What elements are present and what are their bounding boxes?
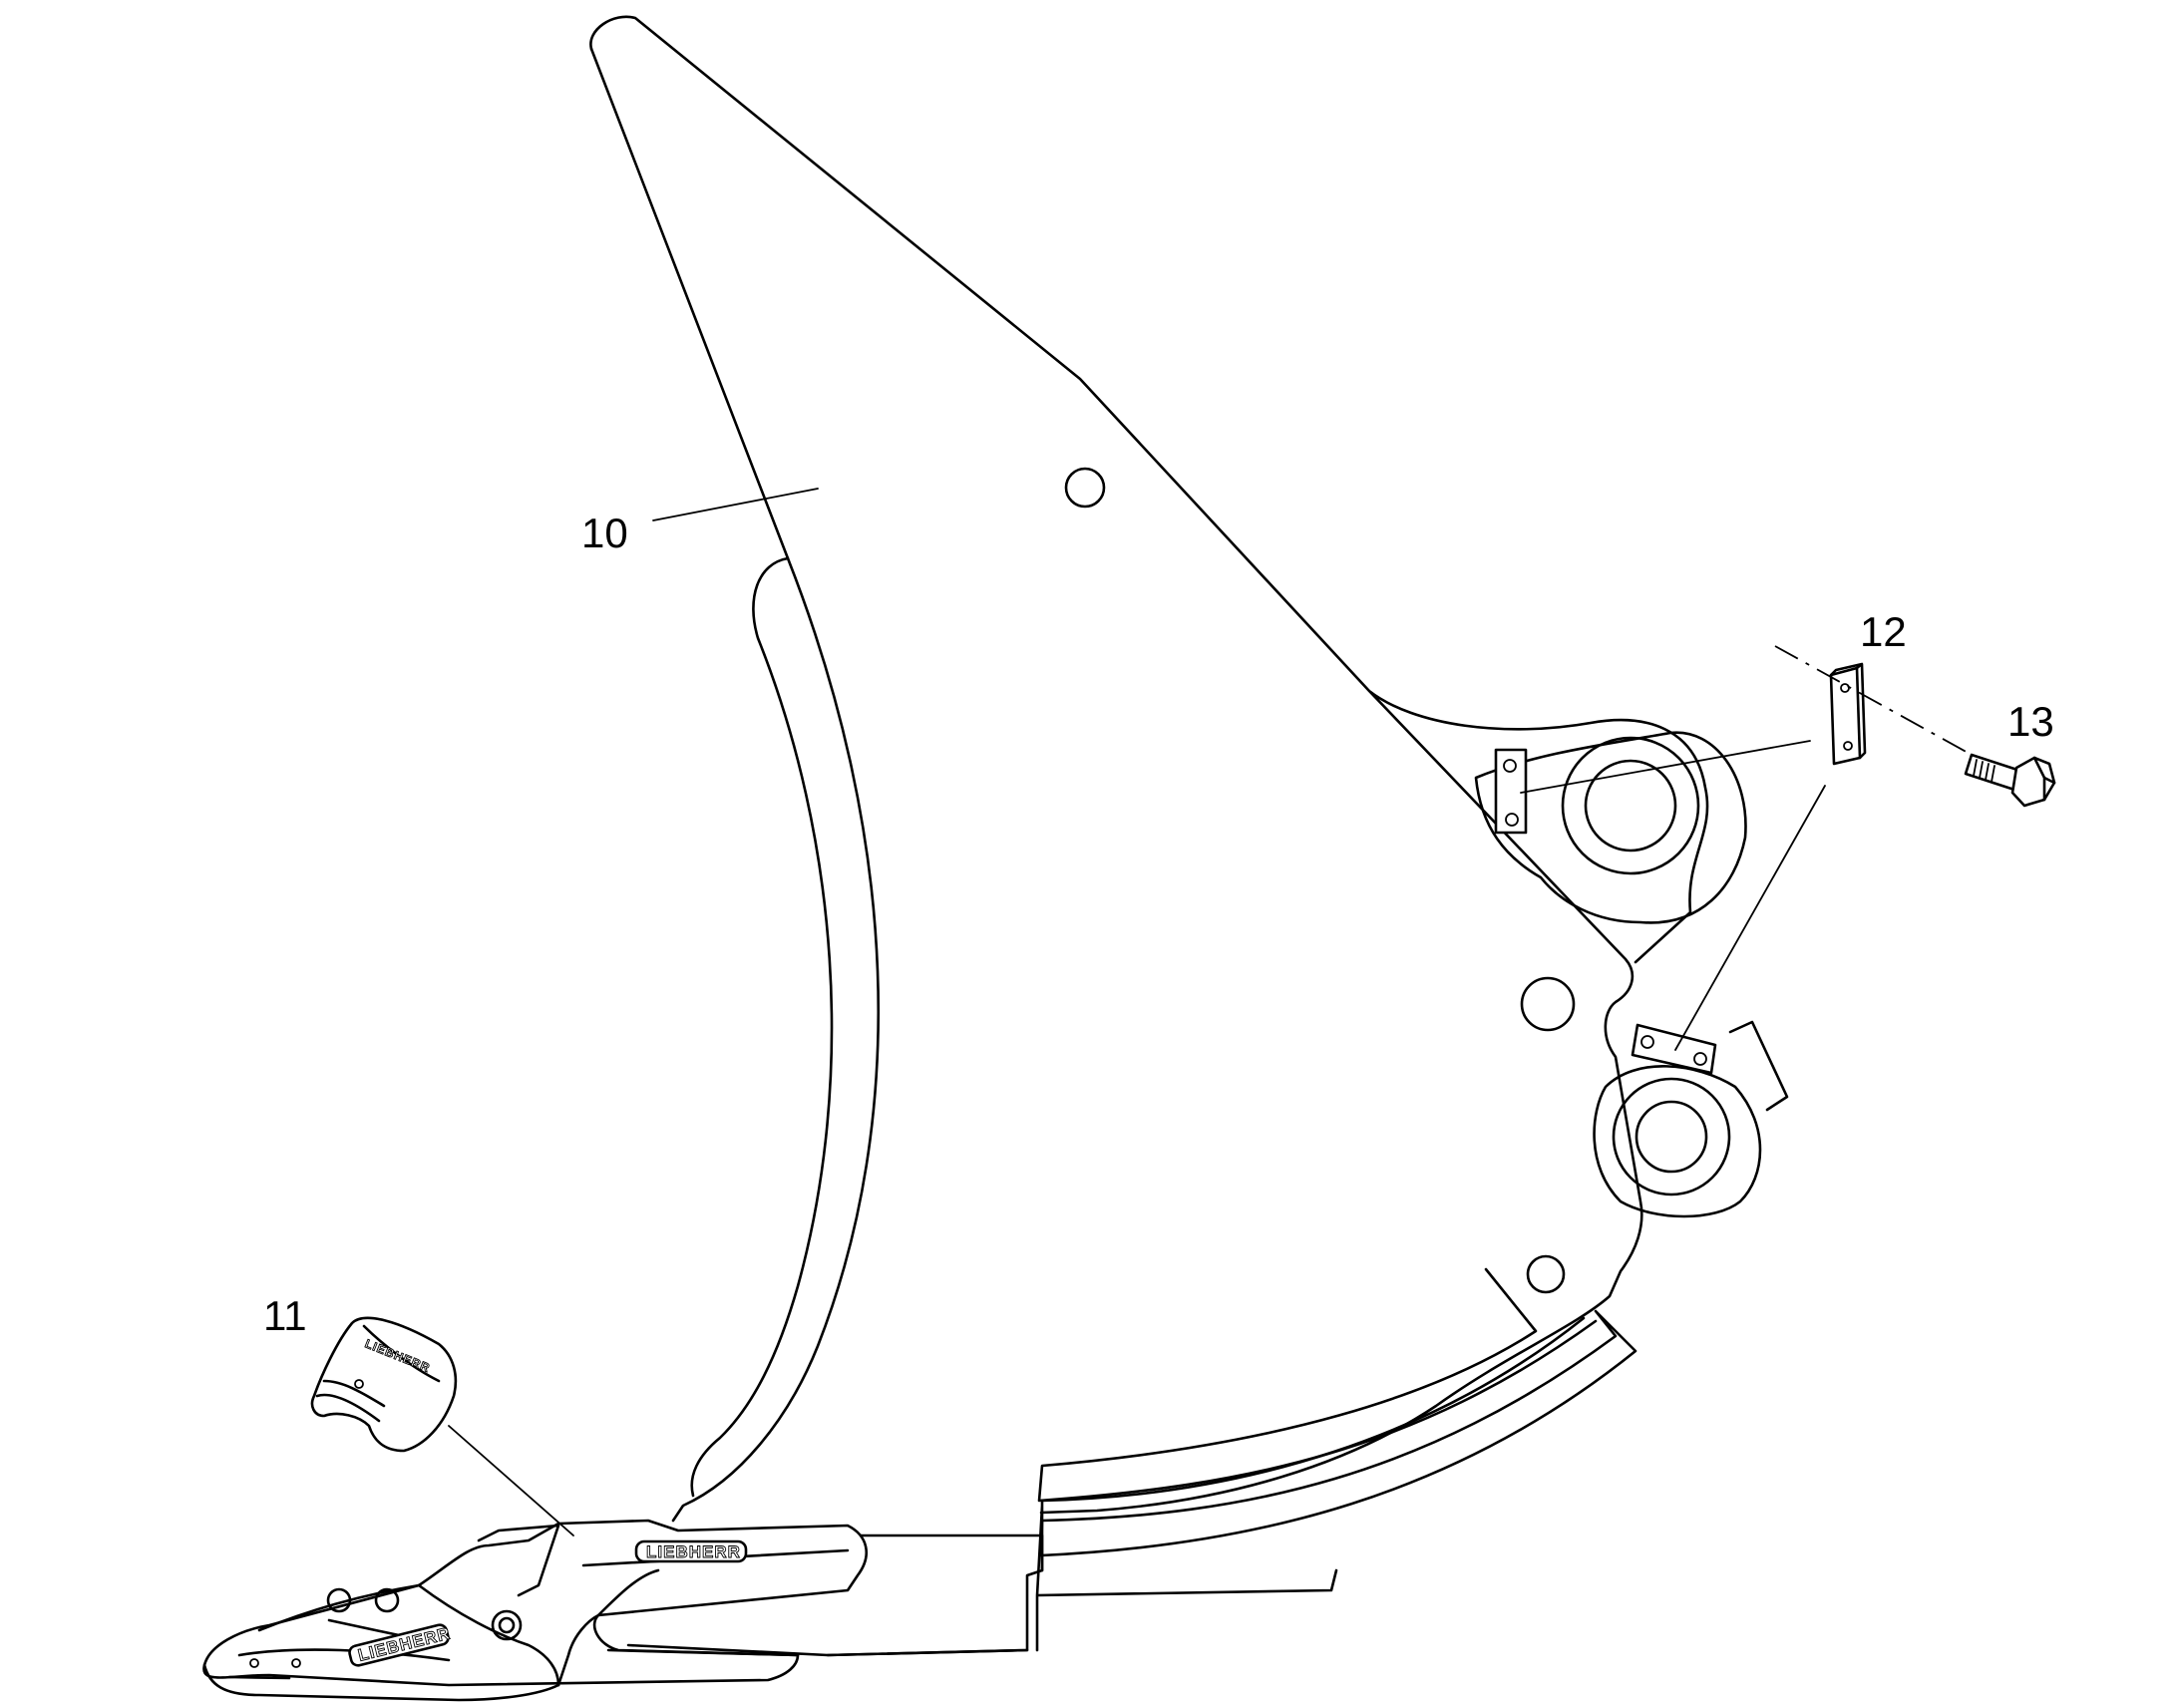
lower-pin-bore-outer (1612, 1077, 1731, 1196)
callout-12: 12 (1860, 608, 1907, 655)
lock-pin-inner (498, 1616, 516, 1634)
locking-plate-hole-top (1840, 683, 1850, 693)
tip-hole-1 (249, 1658, 259, 1668)
lower-pin-bore-inner (1635, 1100, 1708, 1174)
ripper-shank (589, 15, 1789, 1657)
leader-12-upper (1520, 740, 1811, 794)
cap-inner-front (315, 1379, 386, 1423)
wear-strip-edge (1040, 1316, 1586, 1503)
installed-plate-upper-hole-1 (1503, 759, 1517, 773)
protection-cap: LIEBHERR (310, 1316, 458, 1453)
heel-block (1035, 1499, 1338, 1652)
shank-front-relief (690, 556, 834, 1498)
tip-hole-2 (291, 1658, 301, 1668)
logo-plate-tooth (348, 1623, 450, 1667)
installed-plate-lower-hole-2 (1693, 1052, 1707, 1066)
tooth-lug-2 (374, 1587, 400, 1613)
locking-plate (1494, 662, 1867, 1075)
leader-10 (652, 488, 819, 521)
tooth-lug-1 (326, 1587, 352, 1613)
callout-13: 13 (2007, 698, 2054, 745)
logo-plate-adapter (634, 1539, 748, 1563)
cap-seat (477, 1524, 560, 1597)
cap-body (310, 1316, 458, 1453)
locking-plate-hole-bottom (1843, 741, 1853, 751)
middle-hole (1520, 976, 1576, 1032)
assembly-centerline (1774, 645, 1973, 756)
lock-pin (491, 1609, 523, 1641)
hex-bolt (1964, 753, 2056, 808)
tooth-adapter-assembly: LIEBHERR LIEBHERR (202, 1519, 868, 1702)
callout-11: 11 (263, 1292, 307, 1339)
callout-10: 10 (581, 510, 628, 556)
leader-11 (448, 1425, 574, 1537)
tooth-point (202, 1648, 560, 1702)
wear-strip-upper (1037, 1267, 1598, 1503)
bolt-head (2010, 756, 2056, 808)
side-wear-plate (1728, 1020, 1789, 1112)
brand-logo-adapter: LIEBHERR (646, 1542, 741, 1561)
bolt-thread (1973, 759, 1996, 783)
shank-outline (589, 15, 1709, 1515)
shank-left-edge (589, 47, 881, 1523)
leader-12-lower (1674, 785, 1826, 1051)
upper-pin-bore-outer (1561, 736, 1700, 875)
upper-hole (1064, 467, 1106, 509)
installed-plate-upper (1494, 748, 1528, 835)
adapter-body (202, 1519, 868, 1687)
cap-hole (354, 1379, 364, 1389)
shank-bottom-edge (626, 1643, 1029, 1657)
upper-pin-bore-inner (1584, 759, 1677, 853)
wear-strip-outer (1039, 1309, 1637, 1557)
bolt-head-edge (2032, 756, 2056, 802)
tooth-ridges (257, 1583, 560, 1687)
installed-plate-upper-hole-2 (1505, 813, 1519, 827)
lower-hole (1526, 1254, 1566, 1294)
upper-pin-boss (1474, 731, 1747, 924)
cap-ridge (362, 1324, 441, 1383)
installed-plate-lower-hole-1 (1640, 1035, 1654, 1049)
